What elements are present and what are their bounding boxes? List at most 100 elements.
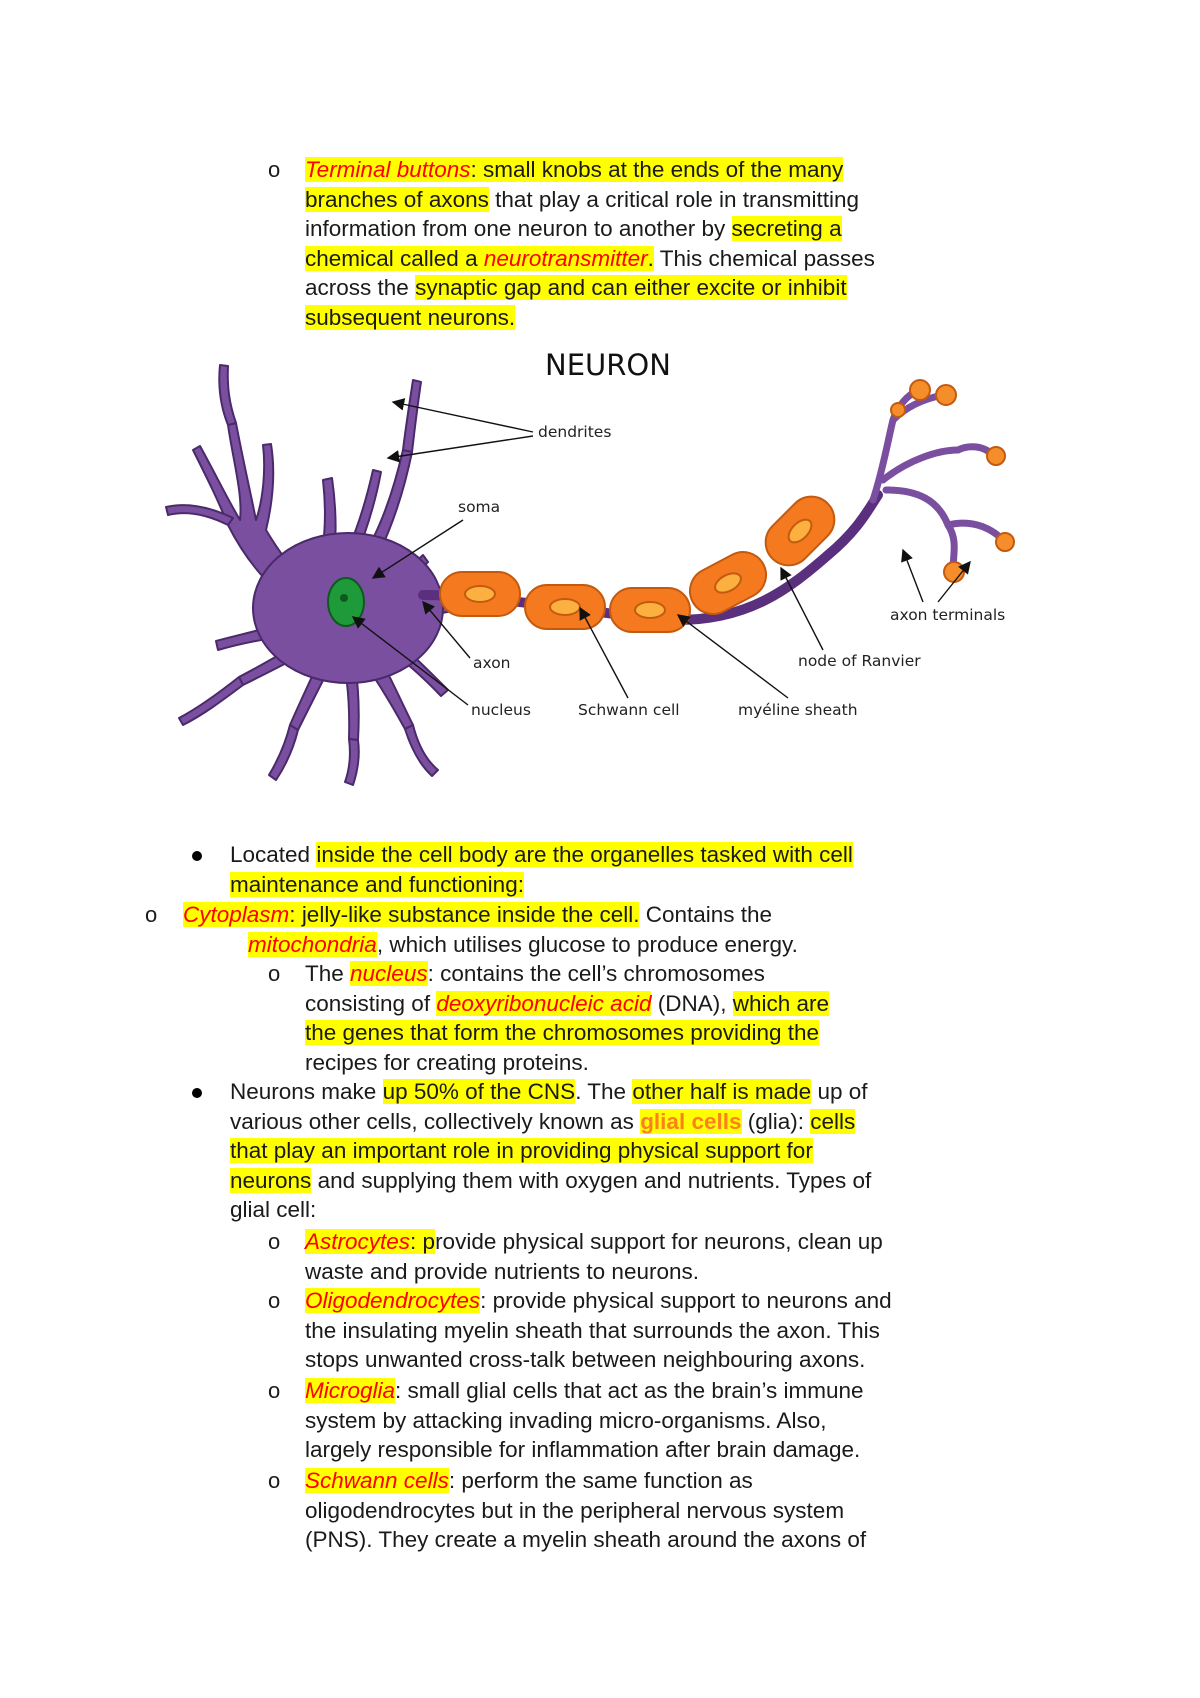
- neuron-diagram: NEURON: [165, 348, 1015, 786]
- text-line: (PNS). They create a myelin sheath aroun…: [305, 1525, 866, 1555]
- text-line: Terminal buttons: small knobs at the end…: [305, 155, 875, 185]
- bullet-dot: [192, 851, 202, 861]
- term-glial-cells: glial cells: [640, 1108, 742, 1134]
- highlight: Schwann cells: [305, 1468, 449, 1493]
- text-line: largely responsible for inflammation aft…: [305, 1435, 864, 1465]
- text: , which utilises glucose to produce ener…: [376, 931, 798, 957]
- microglia-paragraph: Microglia: small glial cells that act as…: [305, 1376, 864, 1465]
- term-microglia: Microglia: [305, 1378, 396, 1403]
- text: oligodendrocytes but in the peripheral n…: [305, 1497, 845, 1523]
- text-line: various other cells, collectively known …: [230, 1107, 871, 1137]
- leader-arrows: [351, 398, 971, 706]
- text-line: mitochondria, which utilises glucose to …: [183, 930, 798, 960]
- highlight: the genes that form the chromosomes prov…: [305, 1020, 820, 1045]
- text-line: across the synaptic gap and can either e…: [305, 273, 875, 303]
- term-dna: deoxyribonucleic acid: [436, 990, 652, 1016]
- text: Located: [230, 842, 317, 867]
- text: : provide physical support to neurons an…: [480, 1288, 892, 1313]
- text: :: [289, 902, 302, 927]
- highlight: mitochondria: [248, 931, 377, 957]
- bullet-dot: [192, 1088, 202, 1098]
- text: waste and provide nutrients to neurons.: [305, 1258, 699, 1284]
- text: : perform the same function as: [448, 1468, 753, 1493]
- highlight: up 50% of the CNS: [382, 1079, 576, 1104]
- text: various other cells, collectively known …: [230, 1108, 641, 1134]
- text-line: recipes for creating proteins.: [305, 1048, 829, 1078]
- term-oligodendrocytes: Oligodendrocytes: [305, 1288, 481, 1313]
- text: :: [470, 157, 484, 182]
- label-soma: soma: [458, 498, 500, 516]
- text-line: neurons and supplying them with oxygen a…: [230, 1166, 871, 1196]
- term-neurotransmitter: neurotransmitter: [483, 245, 648, 271]
- highlight: synaptic gap and can either excite or in…: [415, 275, 847, 300]
- sub-bullet-marker: o: [145, 902, 158, 927]
- text-line: glial cell:: [230, 1195, 871, 1225]
- text-line: information from one neuron to another b…: [305, 214, 875, 244]
- text: glial cell:: [230, 1197, 317, 1222]
- highlight: neurons: [230, 1167, 312, 1193]
- highlight: branches of axons: [305, 186, 489, 212]
- text-line: chemical called a neurotransmitter. This…: [305, 244, 875, 274]
- text-line: waste and provide nutrients to neurons.: [305, 1257, 883, 1287]
- diagram-title: NEURON: [545, 348, 671, 382]
- text-line: the insulating myelin sheath that surrou…: [305, 1316, 892, 1346]
- text: system by attacking invading micro-organ…: [305, 1407, 827, 1433]
- label-nucleus: nucleus: [471, 701, 531, 719]
- text-line: Located inside the cell body are the org…: [230, 840, 853, 870]
- text-line: Cytoplasm: jelly-like substance inside t…: [183, 900, 798, 930]
- text: up of: [811, 1079, 868, 1104]
- text-line: consisting of deoxyribonucleic acid (DNA…: [305, 989, 829, 1019]
- text-line: Schwann cells: perform the same function…: [305, 1466, 866, 1496]
- cytoplasm-paragraph: Cytoplasm: jelly-like substance inside t…: [183, 900, 798, 959]
- highlight: which are: [732, 990, 829, 1016]
- text: stops unwanted cross-talk between neighb…: [305, 1347, 866, 1372]
- term-terminal-buttons: Terminal buttons: [305, 157, 471, 182]
- text: Neurons make: [230, 1079, 383, 1104]
- sub-bullet-marker: o: [268, 1229, 281, 1254]
- axon-line: [418, 490, 883, 626]
- sub-bullet-marker: o: [268, 1288, 281, 1313]
- text: : p: [410, 1229, 436, 1254]
- neurons-cns-paragraph: Neurons make up 50% of the CNS. The othe…: [230, 1077, 871, 1225]
- text-line: Oligodendrocytes: provide physical suppo…: [305, 1286, 892, 1316]
- text: : small glial cells that act as the brai…: [395, 1378, 864, 1403]
- label-dendrites: dendrites: [538, 423, 611, 441]
- nucleus-shape: [327, 577, 365, 627]
- highlight: that play an important role in providing…: [230, 1138, 813, 1163]
- highlight: subsequent neurons.: [305, 304, 516, 330]
- text: (PNS). They create a myelin sheath aroun…: [305, 1527, 867, 1552]
- text-line: subsequent neurons.: [305, 303, 875, 333]
- organelles-paragraph: Located inside the cell body are the org…: [230, 840, 853, 899]
- text: recipes for creating proteins.: [305, 1049, 589, 1075]
- label-schwann-cell: Schwann cell: [578, 701, 680, 719]
- highlight: Astrocytes: p: [305, 1229, 436, 1254]
- highlight: maintenance and functioning:: [230, 871, 524, 897]
- text-line: oligodendrocytes but in the peripheral n…: [305, 1496, 866, 1526]
- text: across the: [305, 275, 416, 300]
- sub-bullet-marker: o: [268, 1378, 281, 1403]
- nucleus-paragraph: The nucleus: contains the cell’s chromos…: [305, 959, 829, 1077]
- text-line: stops unwanted cross-talk between neighb…: [305, 1345, 892, 1375]
- term-schwann-cells: Schwann cells: [305, 1468, 449, 1493]
- highlight: deoxyribonucleic acid: [436, 990, 652, 1016]
- highlight: chemical called a neurotransmitter.: [305, 245, 654, 271]
- text: consisting of: [305, 990, 437, 1016]
- text: small knobs at the ends of the many: [483, 157, 844, 182]
- text: chemical called a: [305, 245, 484, 271]
- label-node-of-ranvier: node of Ranvier: [798, 652, 921, 670]
- terminal-buttons-shape: [890, 379, 1015, 583]
- oligodendrocytes-paragraph: Oligodendrocytes: provide physical suppo…: [305, 1286, 892, 1375]
- terminal-buttons-paragraph: Terminal buttons: small knobs at the end…: [305, 155, 875, 332]
- text-line: Neurons make up 50% of the CNS. The othe…: [230, 1077, 871, 1107]
- highlight: Terminal buttons: small knobs at the end…: [305, 157, 844, 182]
- text-line: Microglia: small glial cells that act as…: [305, 1376, 864, 1406]
- text: . The: [575, 1079, 633, 1104]
- text: and supplying them with oxygen and nutri…: [311, 1167, 872, 1193]
- label-myelin-sheath: myéline sheath: [738, 701, 858, 719]
- cell-body-shape: [165, 364, 459, 786]
- text: the insulating myelin sheath that surrou…: [305, 1317, 880, 1343]
- highlight: Cytoplasm: jelly-like substance inside t…: [183, 902, 640, 927]
- term-mitochondria: mitochondria: [248, 931, 377, 957]
- text-line: Astrocytes: provide physical support for…: [305, 1227, 883, 1257]
- text: This chemical passes: [653, 245, 875, 271]
